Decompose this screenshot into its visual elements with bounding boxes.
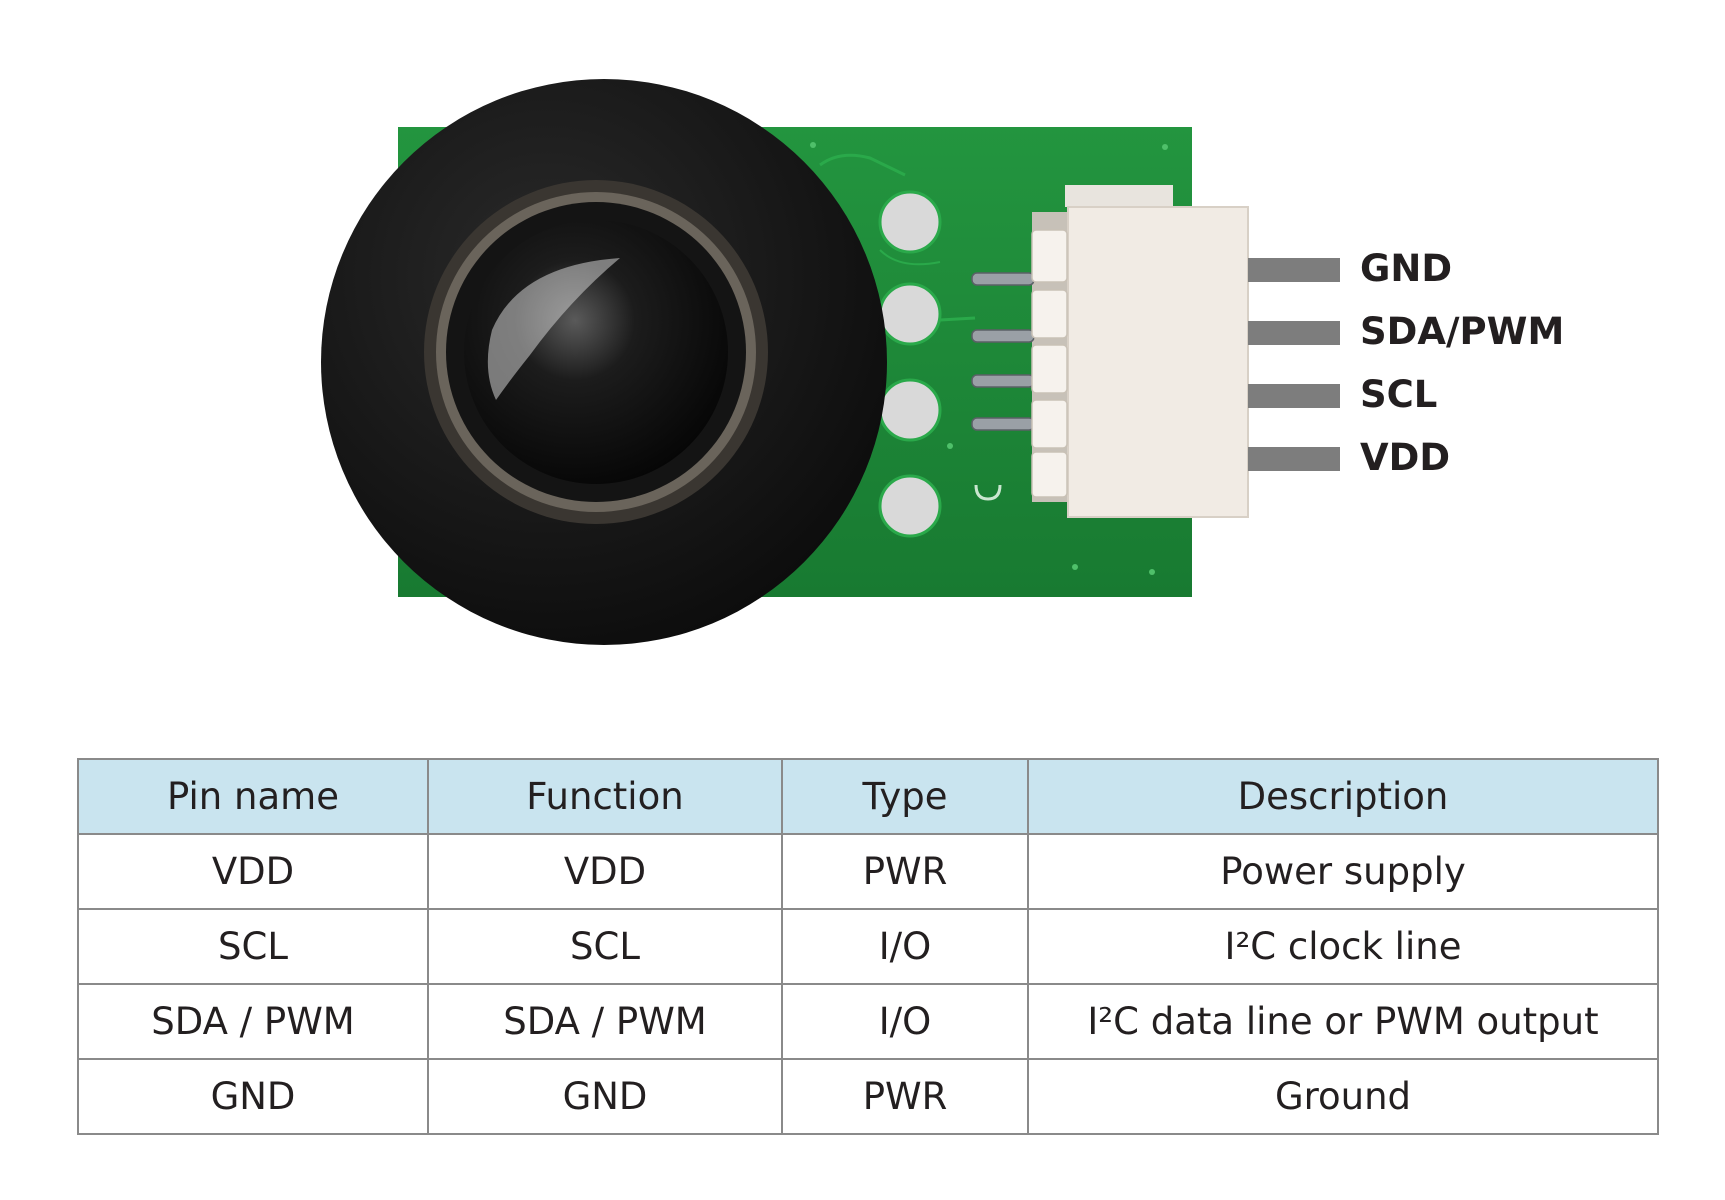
cell-pin-name: SCL bbox=[77, 908, 429, 985]
pin-label-scl: SCL bbox=[1360, 373, 1438, 416]
header-type: Type bbox=[781, 758, 1029, 835]
pin-connector bbox=[971, 185, 1249, 518]
pin-bar-gnd bbox=[1248, 258, 1340, 282]
lens-housing bbox=[321, 79, 887, 645]
cell-description: I²C data line or PWM output bbox=[1027, 983, 1659, 1060]
pin-bar-vdd bbox=[1248, 447, 1340, 471]
cell-type: I/O bbox=[781, 983, 1029, 1060]
cell-function: SCL bbox=[427, 908, 783, 985]
cell-description: I²C clock line bbox=[1027, 908, 1659, 985]
sensor-module-figure bbox=[321, 79, 1340, 645]
cell-type: PWR bbox=[781, 833, 1029, 910]
cell-type: PWR bbox=[781, 1058, 1029, 1135]
pin-bar-sda bbox=[1248, 321, 1340, 345]
table-row: GND GND PWR Ground bbox=[77, 1058, 1659, 1135]
cell-description: Power supply bbox=[1027, 833, 1659, 910]
pin-label-gnd: GND bbox=[1360, 247, 1453, 290]
cell-pin-name: SDA / PWM bbox=[77, 983, 429, 1060]
table-row: VDD VDD PWR Power supply bbox=[77, 833, 1659, 910]
pin-label-vdd: VDD bbox=[1360, 436, 1451, 479]
cell-function: SDA / PWM bbox=[427, 983, 783, 1060]
cell-pin-name: GND bbox=[77, 1058, 429, 1135]
cell-type: I/O bbox=[781, 908, 1029, 985]
header-function: Function bbox=[427, 758, 783, 835]
header-description: Description bbox=[1027, 758, 1659, 835]
cell-function: VDD bbox=[427, 833, 783, 910]
pin-description-table: Pin name Function Type Description VDD V… bbox=[77, 758, 1659, 1135]
cell-description: Ground bbox=[1027, 1058, 1659, 1135]
header-pin-name: Pin name bbox=[77, 758, 429, 835]
cell-pin-name: VDD bbox=[77, 833, 429, 910]
cell-function: GND bbox=[427, 1058, 783, 1135]
table-row: SCL SCL I/O I²C clock line bbox=[77, 908, 1659, 985]
pin-bars bbox=[1248, 258, 1340, 471]
table-row: SDA / PWM SDA / PWM I/O I²C data line or… bbox=[77, 983, 1659, 1060]
pin-bar-scl bbox=[1248, 384, 1340, 408]
solder-pads bbox=[878, 190, 942, 538]
pin-label-sda-pwm: SDA/PWM bbox=[1360, 310, 1565, 353]
table-header-row: Pin name Function Type Description bbox=[77, 758, 1659, 835]
